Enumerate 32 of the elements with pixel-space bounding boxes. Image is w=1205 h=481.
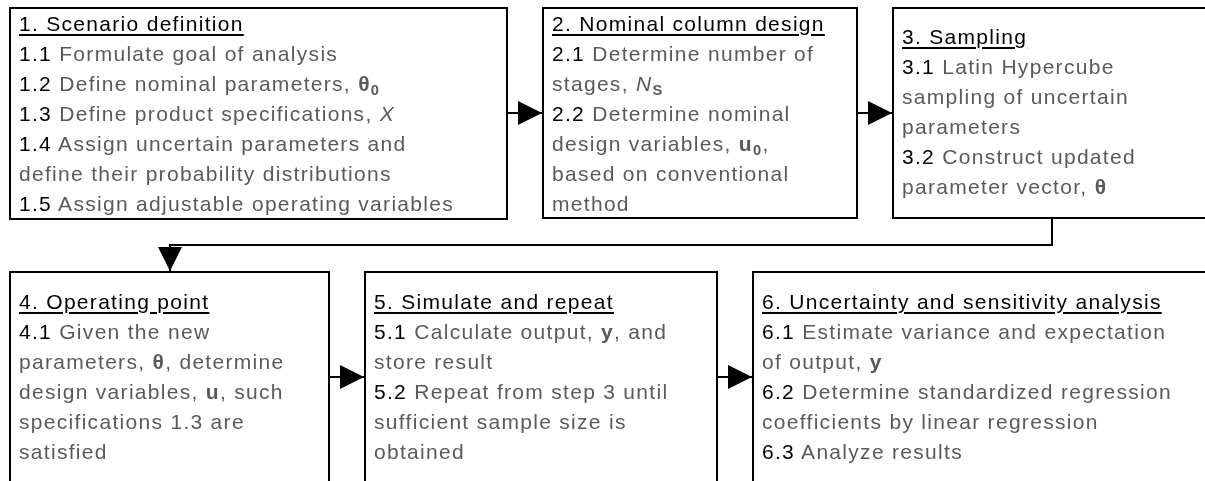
step-box xyxy=(752,271,1205,481)
step-box xyxy=(364,271,718,481)
step-item: 1.3 Define product specifications, X xyxy=(19,101,396,127)
step-item: 1.2 Define nominal parameters, θ$_{0}$ xyxy=(19,71,382,99)
step-heading: 1. Scenario definition xyxy=(19,11,244,37)
step-box xyxy=(9,271,330,481)
step-box xyxy=(542,7,858,219)
arrow xyxy=(329,365,365,389)
step-item: 3.2 Construct updated parameter vector, θ xyxy=(902,144,1137,200)
arrow xyxy=(507,101,543,125)
step-item: 2.1 Determine number of stages, N$_{S}$ xyxy=(552,41,816,99)
step-item: 6.1 Estimate variance and expectation of output, y xyxy=(762,319,1168,375)
step-item: 4.1 Given the new parameters, θ, determine design variables, u, such specifications 1.3 are satisfied xyxy=(19,319,286,465)
step-heading: 4. Operating point xyxy=(19,289,210,315)
arrow xyxy=(717,365,753,389)
step-item: 1.4 Assign uncertain parameters and define their probability distributions xyxy=(19,131,408,187)
arrow xyxy=(158,218,1053,272)
step-item: 1.1 Formulate goal of analysis xyxy=(19,41,340,67)
step-heading: 3. Sampling xyxy=(902,24,1028,50)
step-item: 3.1 Latin Hypercube sampling of uncertain parameters xyxy=(902,54,1130,140)
step-item: 6.3 Analyze results xyxy=(762,439,964,465)
step-item: 1.5 Assign adjustable operating variables xyxy=(19,191,456,217)
step-item: 2.2 Determine nominal design variables, u$_{0}$, based on conventional method xyxy=(552,101,792,217)
step-item: 5.1 Calculate output, y, and store result xyxy=(374,319,669,375)
step-heading: 5. Simulate and repeat xyxy=(374,289,614,315)
step-item: 5.2 Repeat from step 3 until sufficient sample size is obtained xyxy=(374,379,670,465)
step-heading: 2. Nominal column design xyxy=(552,11,825,37)
step-box xyxy=(892,7,1205,219)
step-heading: 6. Uncertainty and sensitivity analysis xyxy=(762,289,1162,315)
step-box xyxy=(9,7,508,220)
arrow xyxy=(857,101,893,125)
step-item: 6.2 Determine standardized regression coefficients by linear regression xyxy=(762,379,1173,435)
